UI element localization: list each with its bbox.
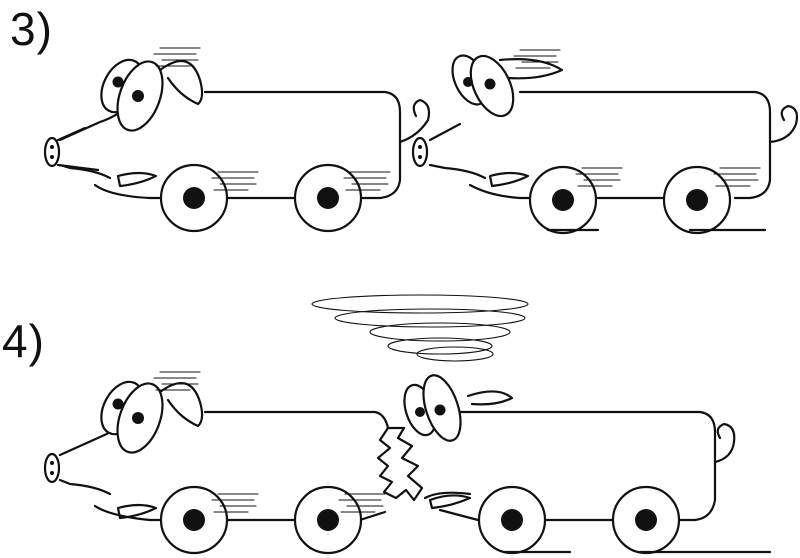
pig-car-right-top [411, 49, 799, 235]
crash-seam [376, 426, 424, 502]
panel-label-3: 3) [10, 3, 53, 55]
pig-car-left-bottom [43, 371, 390, 555]
pig-car-right-bottom [403, 374, 772, 555]
panel-label-4: 4) [2, 315, 45, 367]
pig-car-left-top [43, 47, 431, 233]
dizzy-spiral [311, 294, 529, 362]
